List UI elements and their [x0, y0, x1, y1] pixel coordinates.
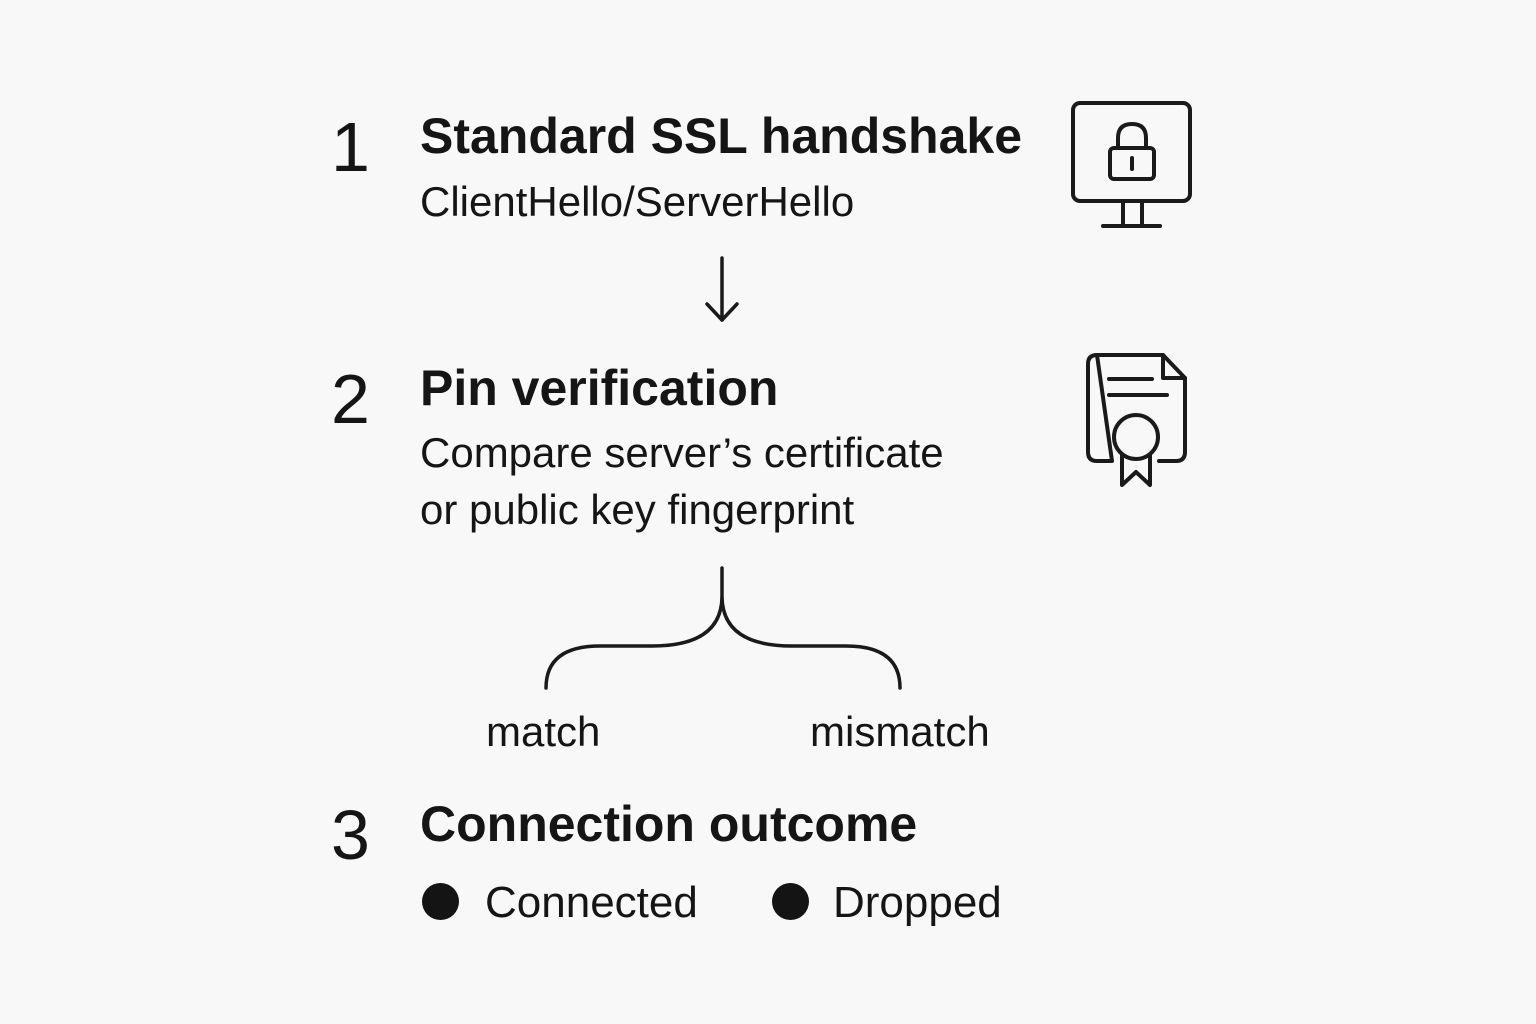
step-2-title: Pin verification — [420, 360, 779, 416]
outcome-connected-label: Connected — [485, 878, 698, 927]
branch-label-mismatch: mismatch — [810, 708, 990, 755]
step-2-number: 2 — [331, 360, 370, 438]
connected-bullet — [422, 883, 459, 920]
dropped-bullet — [772, 883, 809, 920]
step-3-title: Connection outcome — [420, 796, 918, 852]
step-1-description: ClientHello/ServerHello — [420, 178, 855, 225]
step-3-number: 3 — [331, 796, 370, 874]
certificate-icon — [1086, 353, 1187, 487]
branch-label-match: match — [486, 708, 601, 755]
step-1-title: Standard SSL handshake — [420, 108, 1023, 164]
branch-brace — [544, 566, 902, 690]
down-arrow — [705, 256, 739, 322]
outcome-dropped-label: Dropped — [833, 878, 1002, 927]
step-2-description-line-1: Compare server’s certificate — [420, 429, 944, 476]
step-2-description-line-2: or public key fingerprint — [420, 486, 855, 533]
step-1-number: 1 — [331, 108, 370, 186]
monitor-lock-icon — [1071, 101, 1192, 228]
